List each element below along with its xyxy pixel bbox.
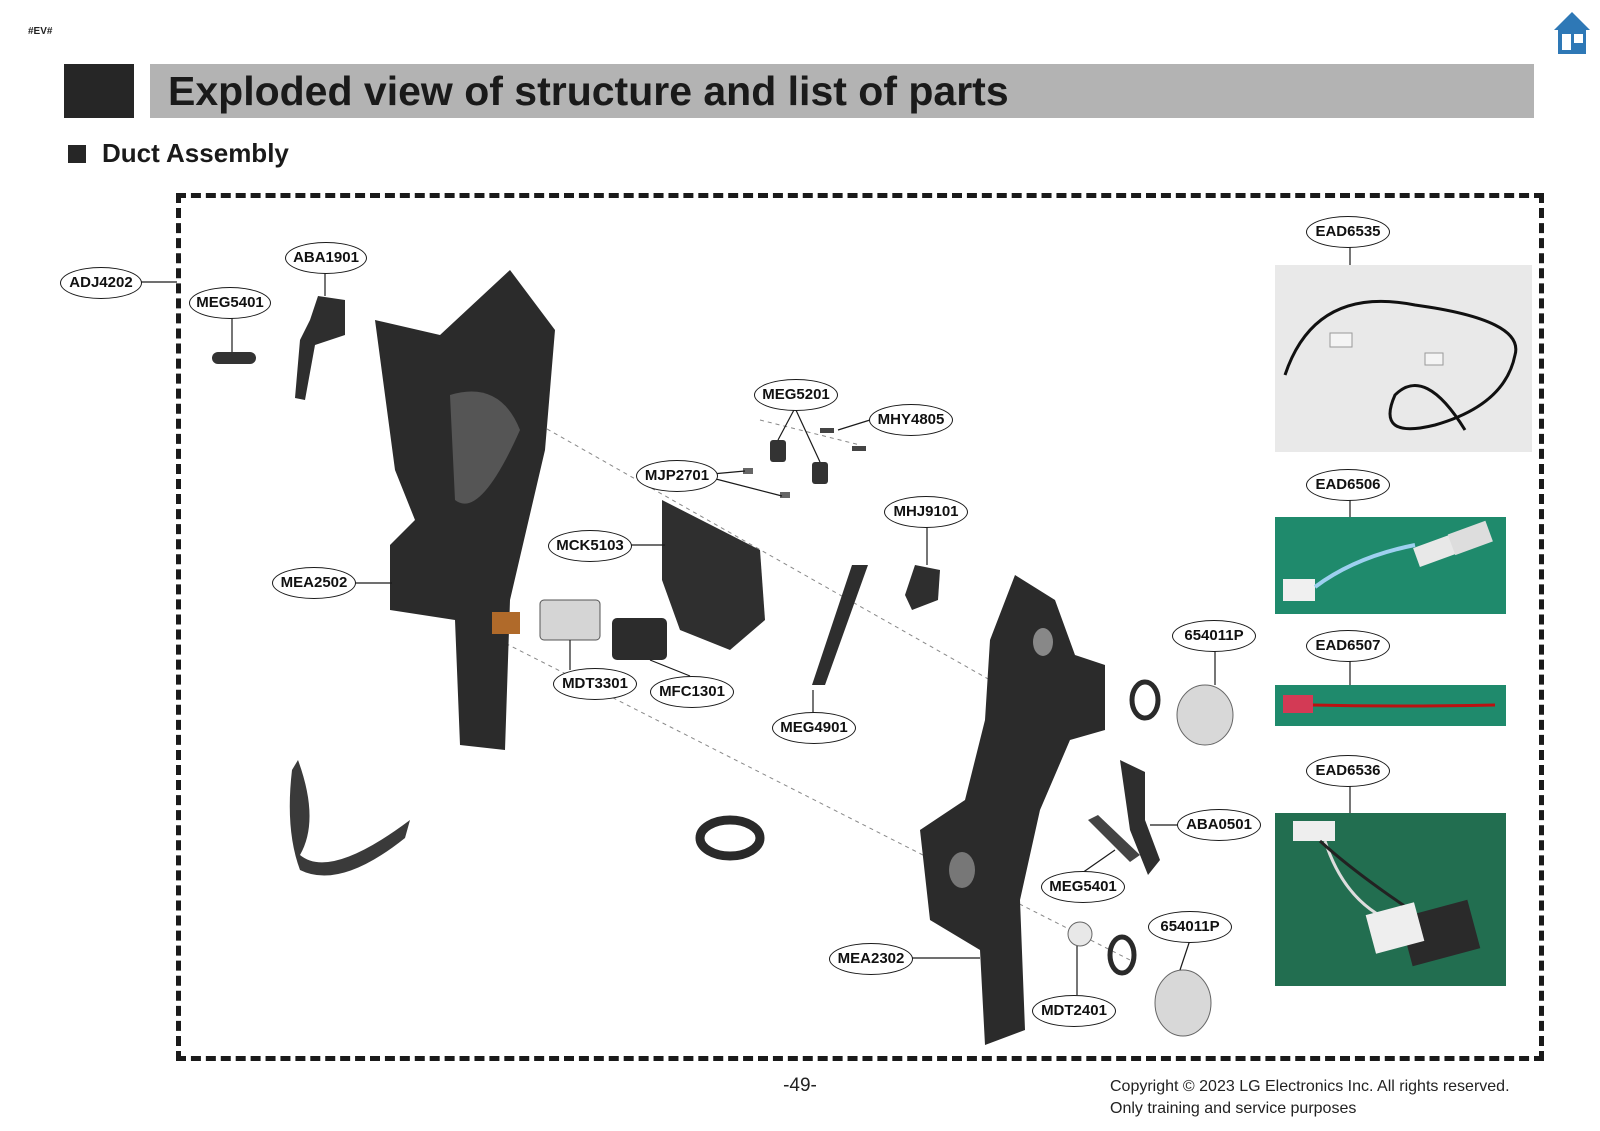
purpose-text: Only training and service purposes (1110, 1100, 1357, 1117)
callout-meg4901: MEG4901 (772, 712, 856, 744)
title-bar: Exploded view of structure and list of p… (150, 64, 1534, 118)
part-mdt2401-shape (1067, 921, 1093, 947)
callout-ead6506: EAD6506 (1306, 469, 1390, 501)
callout-mhj9101: MHJ9101 (884, 496, 968, 528)
callout-mdt3301: MDT3301 (553, 668, 637, 700)
callout-mea2502: MEA2502 (272, 567, 356, 599)
callout-654011p-lower: 654011P (1148, 911, 1232, 943)
callout-mhy4805: MHY4805 (869, 404, 953, 436)
callout-mea2302: MEA2302 (829, 943, 913, 975)
photo-ead6535 (1275, 265, 1532, 452)
page-number: -49- (783, 1075, 817, 1096)
home-icon[interactable] (1552, 10, 1592, 56)
part-mfc1301-shape (612, 618, 667, 660)
callout-mfc1301: MFC1301 (650, 676, 734, 708)
callout-meg5401-right: MEG5401 (1041, 871, 1125, 903)
callout-aba0501: ABA0501 (1177, 809, 1261, 841)
part-mhj9101-shape (905, 565, 940, 610)
ring-shape (695, 815, 765, 861)
callout-mjp2701: MJP2701 (636, 460, 718, 492)
part-aba1901-shape (295, 296, 345, 400)
photo-ead6536 (1275, 813, 1506, 986)
duct-body-right (920, 575, 1105, 1045)
part-mhy4805-shapes (820, 428, 866, 451)
copyright-block: Copyright © 2023 LG Electronics Inc. All… (1110, 1076, 1510, 1120)
diagram-frame (176, 193, 1544, 1061)
part-meg5401-shape (212, 352, 256, 364)
callout-654011p-upper: 654011P (1172, 620, 1256, 652)
motor-654011p-upper (1176, 684, 1234, 746)
title-block-marker (64, 64, 134, 118)
callout-meg5401-left: MEG5401 (189, 287, 271, 319)
document-tag: #EV# (28, 26, 53, 37)
part-mjp2701-shapes (743, 468, 790, 498)
part-meg5201-shapes (770, 440, 828, 484)
callout-ead6536: EAD6536 (1306, 755, 1390, 787)
part-mdt3301-shape (539, 599, 601, 641)
section-title: Duct Assembly (102, 138, 289, 168)
photo-ead6506 (1275, 517, 1506, 614)
callout-meg5201: MEG5201 (754, 379, 838, 411)
page-title: Exploded view of structure and list of p… (168, 68, 1009, 114)
callout-adj4202: ADJ4202 (60, 267, 142, 299)
callout-ead6535: EAD6535 (1306, 216, 1390, 248)
motor-654011p-lower (1154, 969, 1212, 1037)
callout-aba1901: ABA1901 (285, 242, 367, 274)
callout-mck5103: MCK5103 (548, 530, 632, 562)
assembly-guide-lines (419, 419, 1131, 961)
part-aba0501-shape (1120, 760, 1160, 875)
part-mck5103-shape (662, 500, 765, 650)
callout-mdt2401: MDT2401 (1032, 995, 1116, 1027)
callout-ead6507: EAD6507 (1306, 630, 1390, 662)
part-meg5401-right-shape (1088, 815, 1140, 862)
section-bullet (68, 145, 86, 163)
part-meg4901-shape (812, 565, 868, 685)
duct-body-left (375, 270, 555, 750)
copyright-text: Copyright © 2023 LG Electronics Inc. All… (1110, 1078, 1510, 1095)
photo-ead6507 (1275, 685, 1506, 726)
seal-shape (289, 760, 410, 876)
